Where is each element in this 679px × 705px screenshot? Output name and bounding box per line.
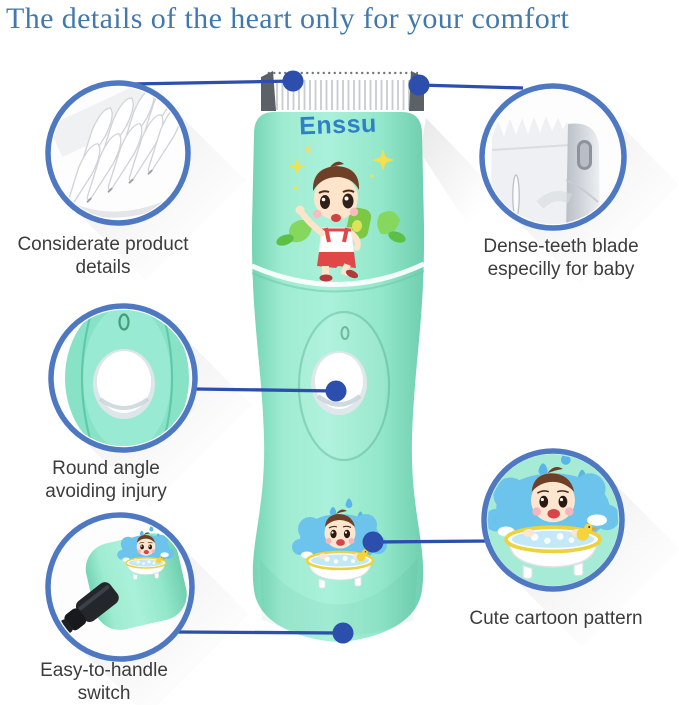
boy-cartoon — [276, 145, 406, 282]
callout-circle-easy-switch — [45, 512, 195, 662]
caption-considerate: Considerate product details — [0, 233, 206, 279]
caption-line: Easy-to-handle — [40, 660, 168, 681]
connector-line-dense-blade — [418, 83, 524, 90]
callout-circle-considerate — [45, 80, 191, 226]
connector-line-easy-switch — [177, 630, 344, 635]
callout-circle-cartoon — [481, 448, 625, 592]
product-clipper: Enssu — [250, 70, 426, 642]
caption-easy-switch: Easy-to-handle switch — [1, 659, 207, 705]
connector-dot-round-angle — [325, 380, 347, 402]
connector-line-cartoon — [372, 539, 491, 544]
connectors — [130, 70, 524, 644]
connector-dot-cartoon — [362, 531, 384, 553]
caption-cartoon: Cute cartoon pattern — [444, 607, 668, 630]
body-seam — [250, 261, 426, 287]
callout-circle-dense-blade — [479, 83, 627, 231]
blade-corner-icon — [490, 116, 600, 224]
connector-line-round-angle — [195, 387, 337, 393]
caption-dense-blade: Dense-teeth blade especilly for baby — [455, 235, 667, 281]
caption-line: Considerate product — [17, 234, 189, 255]
baby-bath-icon — [488, 455, 618, 581]
caption-line: switch — [77, 683, 131, 704]
caption-line: avoiding injury — [45, 481, 167, 502]
brand-logo: Enssu — [299, 110, 377, 141]
caption-round-angle: Round angle avoiding injury — [3, 457, 209, 503]
connector-dot-considerate — [282, 70, 304, 92]
caption-line: details — [75, 257, 131, 278]
caption-line: Round angle — [52, 458, 160, 479]
caption-line: Cute cartoon pattern — [469, 608, 643, 629]
callout-circle-round-angle — [48, 303, 198, 453]
connector-line-considerate — [130, 79, 296, 86]
connector-dot-dense-blade — [408, 74, 430, 96]
connector-dot-easy-switch — [332, 622, 354, 644]
caption-line: especilly for baby — [487, 259, 635, 280]
caption-line: Dense-teeth blade — [483, 236, 639, 257]
page-title: The details of the heart only for your c… — [6, 2, 570, 35]
round-button-icon — [65, 310, 189, 446]
